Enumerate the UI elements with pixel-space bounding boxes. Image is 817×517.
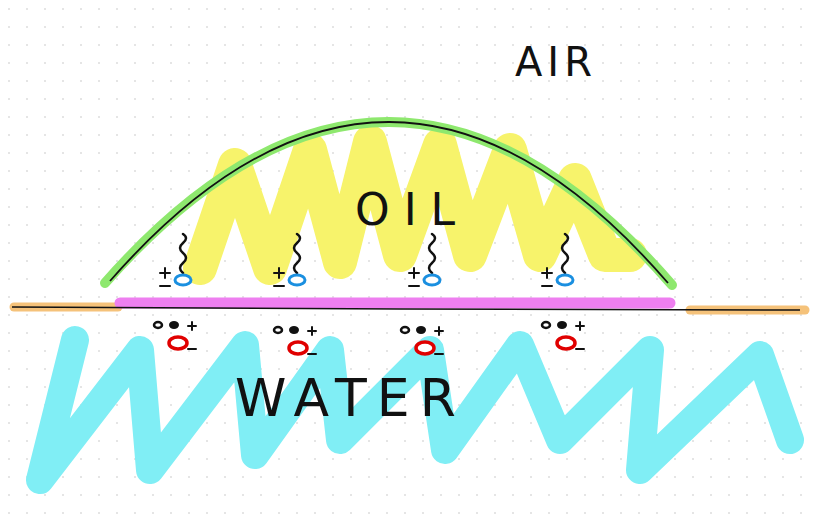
surfactant-head [557, 275, 573, 285]
surfactant-head [424, 275, 440, 285]
charge-mark [278, 268, 280, 278]
surfactant-tail [180, 234, 186, 273]
charge-mark [409, 285, 419, 287]
charge-mark [542, 285, 552, 287]
water-ion [169, 337, 187, 349]
charge-mark [576, 348, 584, 350]
surfactant-head [289, 275, 305, 285]
region-label: OIL [355, 188, 469, 232]
molecules [154, 234, 584, 354]
region-label: WATER [235, 372, 466, 424]
charge-mark [311, 327, 313, 335]
charge-mark [413, 268, 415, 278]
oil-air-interface [105, 122, 672, 285]
oil-water-interface [120, 298, 670, 309]
ion-dot [558, 322, 566, 328]
oil-scribble [200, 142, 630, 268]
surfactant-tail [562, 234, 568, 273]
region-label: AIR [515, 42, 597, 82]
surface-line [12, 307, 800, 310]
charge-mark [164, 268, 166, 278]
charge-mark [188, 348, 196, 350]
water-ion [557, 337, 575, 349]
ion-dot [154, 322, 162, 328]
surfactant-tail [294, 234, 300, 273]
charge-mark [579, 322, 581, 330]
ion-dot [290, 327, 298, 333]
ion-dot [417, 327, 425, 333]
water-ion [289, 342, 307, 354]
charge-mark [308, 353, 316, 355]
ion-dot [170, 322, 178, 328]
oil-outline [110, 122, 668, 283]
ion-dot [274, 327, 282, 333]
ion-dot [542, 322, 550, 328]
surfactant-head [175, 275, 191, 285]
charge-mark [191, 322, 193, 330]
charge-mark [274, 285, 284, 287]
water-scribble [40, 340, 790, 480]
charge-mark [546, 268, 548, 278]
ion-dot [401, 327, 409, 333]
surfactant-tail [429, 234, 435, 273]
charge-mark [438, 327, 440, 335]
water-ion [416, 342, 434, 354]
charge-mark [160, 285, 170, 287]
charge-mark [435, 353, 443, 355]
